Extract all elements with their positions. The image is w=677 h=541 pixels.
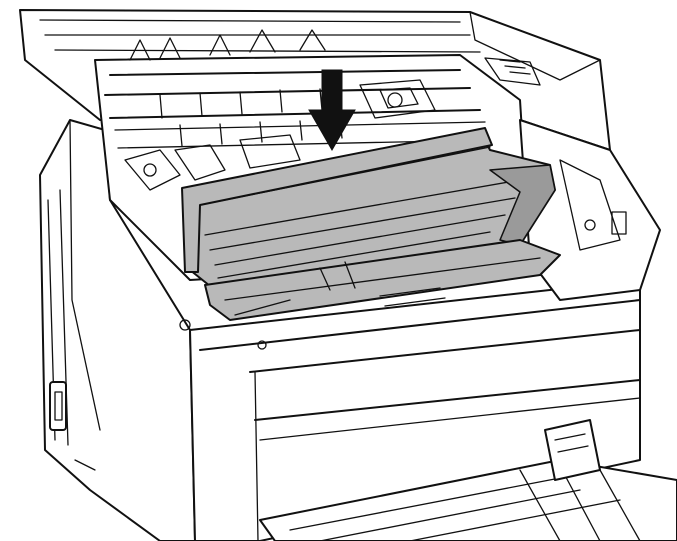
drum-cartridge (181, 127, 561, 321)
insertion-arrow-icon (308, 69, 356, 152)
printer-left-side (39, 119, 196, 541)
screw-detail (257, 340, 267, 350)
screw-detail (179, 319, 191, 331)
paper-tray (259, 419, 677, 541)
side-handle-slot (49, 381, 67, 431)
